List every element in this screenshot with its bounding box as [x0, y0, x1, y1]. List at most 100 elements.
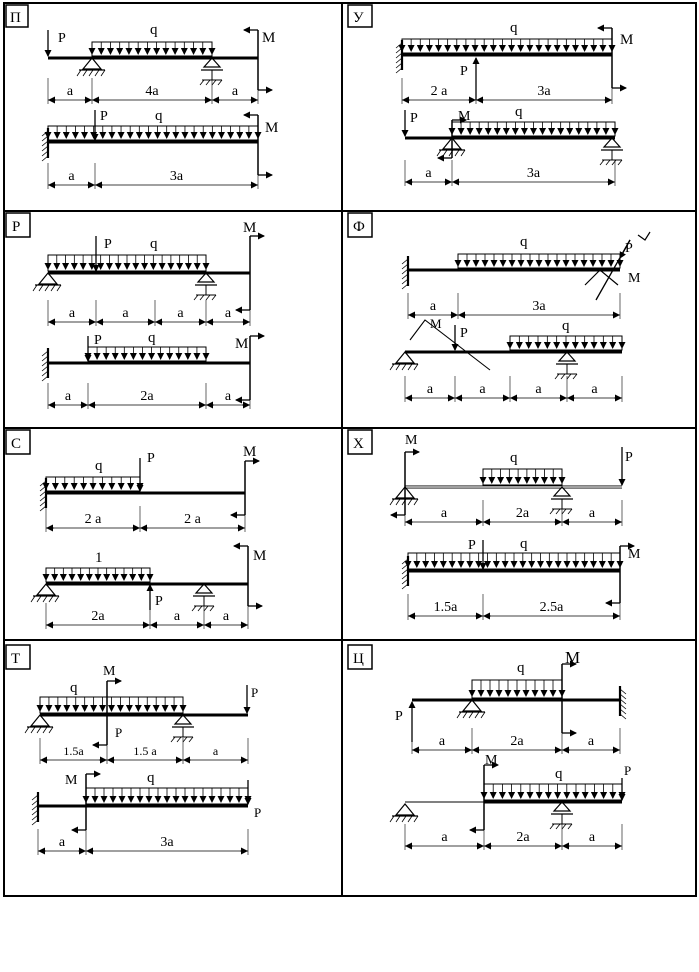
panel-label: С: [11, 436, 21, 452]
distributed-load: q: [36, 680, 187, 714]
fixed-wall: [401, 256, 410, 290]
pin-support: [389, 486, 419, 506]
dimension-label: a: [589, 830, 596, 845]
load-q-label: q: [517, 660, 525, 676]
pin-support: [32, 272, 62, 292]
dimension-label: a: [68, 169, 75, 184]
force-P-label: P: [147, 451, 155, 466]
fixed-wall: [618, 686, 627, 720]
distributed-load: q: [88, 22, 216, 57]
distributed-load: q: [84, 330, 210, 362]
dimension-label: a: [232, 84, 239, 99]
force-P-label: P: [100, 109, 108, 124]
dimension-label: 2a: [516, 506, 530, 521]
dimension-label: 3a: [532, 299, 546, 314]
dimension-label: a: [591, 382, 598, 397]
dimension-label: 2 a: [184, 512, 202, 527]
dimension-label: a: [122, 306, 129, 321]
dimension-label: a: [69, 306, 76, 321]
moment-couple: [92, 677, 122, 749]
distributed-load: q: [506, 318, 626, 351]
dimension-label: 3a: [537, 84, 551, 99]
roller-support: [549, 801, 573, 830]
moment-M-label: M: [253, 548, 266, 564]
distributed-load: q: [448, 104, 619, 137]
load-q-label: q: [95, 458, 103, 474]
roller-support: [191, 583, 215, 612]
panel-label: Х: [353, 436, 364, 452]
distributed-load: q: [44, 108, 262, 141]
panel-labels: П У Р Ф С Х Т Ц: [5, 4, 373, 670]
dimension-label: a: [589, 506, 596, 521]
table-grid: [3, 2, 697, 897]
pin-support: [389, 351, 419, 371]
moment-couple: [71, 770, 101, 834]
moment-M-label: M: [628, 547, 641, 562]
load-q-label: q: [520, 536, 528, 552]
force-P-label: P: [254, 805, 261, 820]
distributed-load: q: [404, 536, 624, 570]
moment-M-label: M: [235, 336, 248, 352]
dimension-label: a: [588, 734, 595, 749]
dimension-label: 4a: [145, 84, 159, 99]
dimension-label: a: [223, 609, 230, 624]
dimension-label: a: [174, 609, 181, 624]
panel-label: У: [353, 10, 364, 26]
pin-support: [76, 57, 106, 77]
dimension-label: 2a: [91, 609, 105, 624]
force-P-label: P: [468, 538, 476, 553]
load-q-label: 1: [95, 550, 103, 566]
dimension-label: a: [441, 506, 448, 521]
distributed-load: q: [468, 660, 566, 699]
moment-M-label: M: [620, 32, 633, 48]
dimension-label: 3a: [160, 835, 174, 850]
moment-M-label: M: [458, 109, 471, 124]
moment-M-label: M: [262, 30, 275, 46]
force-P-label: P: [625, 241, 633, 256]
dimension-label: 2a: [510, 734, 524, 749]
moment-couple: [233, 542, 263, 610]
dimension-label: 2.5a: [540, 600, 565, 615]
dimension-label: a: [427, 382, 434, 397]
fixed-wall: [401, 556, 410, 590]
dimension-label: a: [479, 382, 486, 397]
force-P-label: P: [395, 709, 403, 724]
force-P-label: P: [58, 31, 66, 46]
pin-support: [389, 803, 419, 823]
distributed-load: q: [454, 234, 624, 269]
load-q-label: q: [520, 234, 528, 250]
dimension-label: 2a: [140, 389, 154, 404]
moment-couple: [235, 232, 265, 314]
distributed-load: q: [42, 458, 144, 492]
fixed-wall: [39, 478, 48, 512]
pin-support: [436, 137, 466, 157]
moment-M-label: M: [628, 271, 641, 286]
dimension-line: 2a a a: [45, 603, 249, 629]
dimension-label: 2a: [516, 830, 530, 845]
load-q-label: q: [155, 108, 163, 124]
distributed-load: q: [479, 450, 566, 486]
moment-M-label: M: [430, 316, 442, 331]
force-P-label: P: [624, 763, 631, 778]
fixed-wall: [31, 792, 40, 826]
dimension-label: 1.5a: [63, 744, 84, 758]
dimension-label: a: [225, 306, 232, 321]
panel-label: Ф: [353, 219, 365, 235]
dimension-label: a: [67, 84, 74, 99]
roller-support: [549, 486, 573, 515]
moment-M-label: M: [103, 664, 116, 679]
dimension-label: a: [225, 389, 232, 404]
moment-M-label: M: [243, 220, 256, 236]
